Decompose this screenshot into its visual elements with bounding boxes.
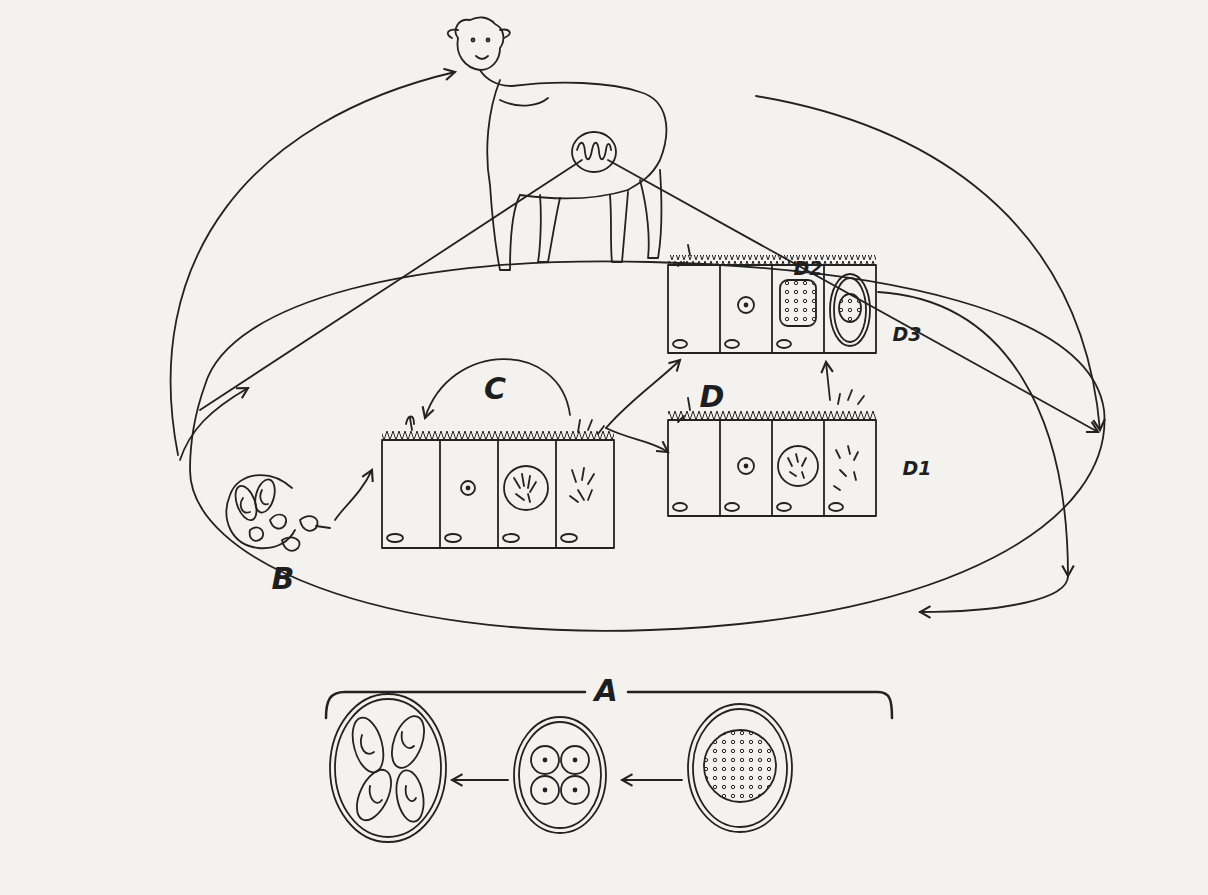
- stage-label: D3: [893, 323, 922, 345]
- stage-label: A: [588, 673, 623, 708]
- stage-label: D: [700, 379, 725, 414]
- cycle-arrow: [180, 388, 248, 460]
- cycle-arrow: [606, 428, 668, 452]
- sporocyst: [226, 475, 330, 551]
- oocyst: [330, 694, 446, 842]
- oocyst: [688, 704, 792, 832]
- stage-label: B: [272, 561, 295, 596]
- cycle-arrow: [335, 470, 372, 520]
- stage-label: C: [484, 371, 506, 406]
- cycle-arrow: [756, 96, 1100, 430]
- epithelial-cells: [668, 390, 876, 516]
- intestine-outline: [190, 261, 1105, 631]
- stage-label: D1: [903, 457, 932, 479]
- epithelial-cells: [382, 417, 614, 549]
- cycle-arrow: [452, 779, 508, 781]
- leader-line: [200, 160, 582, 410]
- cycle-arrow: [920, 576, 1068, 612]
- stage-label: D2: [794, 257, 823, 279]
- sheep: [448, 17, 667, 270]
- cycle-arrow: [826, 362, 830, 400]
- cycle-arrow: [622, 779, 682, 781]
- epithelial-cells: [668, 245, 876, 353]
- cycle-arrow: [171, 72, 455, 455]
- leader-line: [608, 160, 1098, 432]
- oocyst: [514, 717, 606, 833]
- cycle-arrow: [878, 292, 1068, 576]
- cycle-arrow: [425, 359, 570, 418]
